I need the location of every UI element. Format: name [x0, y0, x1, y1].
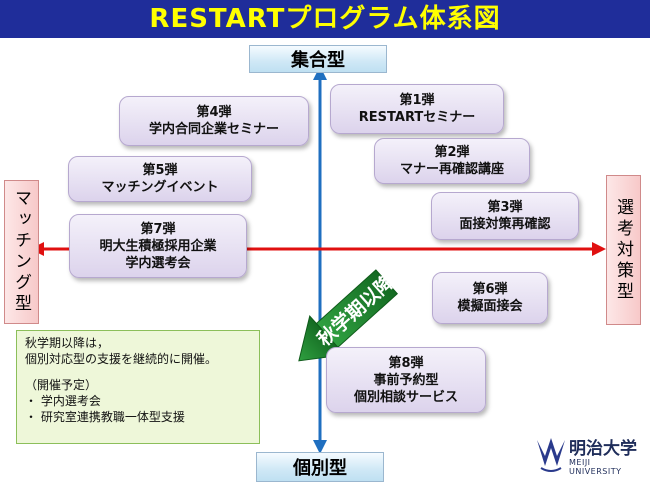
- university-name-en: MEIJI UNIVERSITY: [569, 458, 622, 476]
- page-title: RESTARTプログラム体系図: [0, 0, 650, 38]
- program-box-7: 第7弾 明大生積極採用企業 学内選考会: [69, 214, 247, 278]
- university-name-jp: 明治大学: [569, 439, 637, 459]
- note-spacer: [25, 367, 251, 377]
- program-box-7-number: 第7弾: [140, 221, 176, 237]
- autumn-arrow-label: 秋学期以降: [313, 269, 400, 350]
- program-box-6-title: 模擬面接会: [457, 299, 523, 314]
- vertical-axis-arrowhead-bottom: [313, 440, 327, 454]
- program-box-7-title: 明大生積極採用企業: [99, 238, 217, 254]
- program-box-5-number: 第5弾: [142, 163, 178, 178]
- program-box-8-title: 事前予約型: [373, 372, 439, 388]
- axis-label-top: 集合型: [249, 45, 387, 73]
- program-box-2-title: マナー再確認講座: [399, 162, 504, 177]
- program-box-8-subtitle: 個別相談サービス: [353, 389, 458, 405]
- program-box-6: 第6弾 模擬面接会: [432, 272, 548, 324]
- note-line-3: （開催予定）: [25, 378, 98, 392]
- program-box-8-number: 第8弾: [388, 355, 424, 371]
- axis-label-left: マッチング型: [4, 180, 39, 324]
- university-logo: 明治大学 MEIJI UNIVERSITY: [535, 432, 645, 478]
- note-line-2: 個別対応型の支援を継続的に開催。: [25, 352, 218, 366]
- program-box-4-number: 第4弾: [196, 105, 232, 120]
- program-box-3-title: 面接対策再確認: [459, 217, 551, 232]
- program-box-8: 第8弾 事前予約型 個別相談サービス: [326, 347, 486, 413]
- axis-label-bottom: 個別型: [256, 452, 384, 482]
- note-line-4: ・ 学内選考会: [25, 394, 101, 408]
- note-line-5: ・ 研究室連携教職一体型支援: [25, 410, 185, 424]
- program-box-1: 第1弾 RESTARTセミナー: [330, 84, 504, 134]
- program-box-3: 第3弾 面接対策再確認: [431, 192, 579, 240]
- program-box-1-title: RESTARTセミナー: [358, 110, 476, 125]
- program-box-1-number: 第1弾: [399, 93, 435, 108]
- program-box-4-title: 学内合同企業セミナー: [148, 122, 279, 137]
- autumn-note: 秋学期以降は， 個別対応型の支援を継続的に開催。 （開催予定） ・ 学内選考会 …: [16, 330, 260, 444]
- program-box-2: 第2弾 マナー再確認講座: [374, 138, 530, 184]
- note-line-1: 秋学期以降は，: [25, 336, 110, 350]
- program-box-3-number: 第3弾: [487, 200, 523, 215]
- vertical-axis-arrowhead-top: [313, 66, 327, 80]
- program-box-6-number: 第6弾: [472, 282, 508, 297]
- program-box-7-subtitle: 学内選考会: [125, 255, 191, 271]
- program-box-2-number: 第2弾: [434, 145, 470, 160]
- university-emblem-icon: [537, 438, 565, 472]
- program-box-4: 第4弾 学内合同企業セミナー: [119, 96, 309, 146]
- program-box-5: 第5弾 マッチングイベント: [68, 156, 252, 202]
- axis-label-right: 選考対策型: [606, 175, 641, 325]
- program-box-5-title: マッチングイベント: [101, 180, 219, 195]
- horizontal-axis-arrowhead-right: [592, 242, 606, 256]
